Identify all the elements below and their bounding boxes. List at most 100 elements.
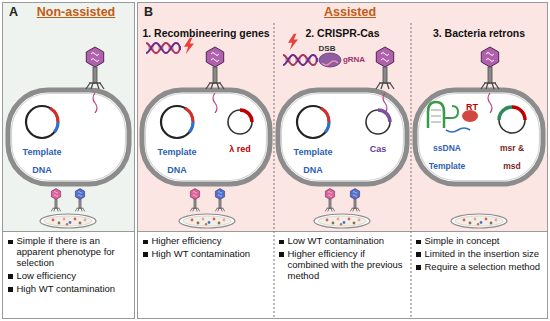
petri-dish-part — [314, 214, 370, 228]
phage-icon-part — [350, 189, 360, 212]
bullet-text: Low WT contamination — [288, 236, 384, 247]
helper-plasmid-part-part — [240, 110, 252, 122]
bacterial-cell-part — [142, 90, 270, 184]
bullet-item: Require a selection method — [416, 262, 543, 273]
column-separator-part — [274, 23, 275, 318]
bullet-text: Simple in concept — [425, 236, 500, 247]
helper-plasmid-part — [499, 107, 525, 133]
bullet-text: Low efficiency — [17, 271, 77, 282]
bullet-square — [416, 252, 421, 257]
dna-helix-part — [146, 43, 180, 53]
property-list: Higher efficiencyHigh WT contamination — [138, 231, 274, 318]
petri-dish-part — [40, 214, 96, 228]
bacterial-cell-part — [278, 90, 407, 184]
cas-protein-part — [322, 61, 338, 65]
bullet-item: Higher efficiency if combined with the p… — [279, 249, 407, 282]
petri-dish — [40, 214, 507, 228]
template-dna-plasmid-part — [297, 106, 329, 138]
column-separator-part — [411, 23, 412, 318]
template-dna-plasmid-part — [161, 106, 193, 138]
bullet-text: Limited in the insertion size — [425, 249, 540, 260]
column-title: 2. CRISPR-Cas — [305, 27, 379, 40]
column-separator — [274, 23, 411, 318]
phage-icon-part — [86, 47, 104, 89]
bacterial-cell-part — [419, 94, 540, 181]
template-dna-plasmid — [26, 106, 329, 138]
bullet-item: High WT contamination — [8, 284, 130, 295]
helper-plasmid-part-part — [366, 110, 390, 134]
bacterial-cell-part — [415, 90, 543, 184]
injected-dna-part — [93, 93, 97, 113]
bullet-text: Require a selection method — [425, 262, 541, 273]
phage-icon — [51, 47, 499, 211]
petri-dish-part — [179, 214, 235, 228]
panel-header: B Assisted — [138, 4, 547, 20]
template-dna-plasmid-part — [26, 106, 58, 138]
label-box: gRNA — [339, 48, 369, 66]
bullet-text: High WT contamination — [17, 284, 116, 295]
column-title: 3. Bacteria retrons — [433, 27, 525, 40]
column-title: 1. Recombineering genes — [142, 27, 269, 40]
property-list: Simple in conceptLimited in the insertio… — [411, 231, 547, 318]
bullet-square — [279, 240, 284, 245]
bullet-text: Higher efficiency — [152, 236, 222, 247]
helper-plasmid-part — [366, 110, 390, 134]
bullet-item: Limited in the insertion size — [416, 249, 543, 260]
helper-plasmid-part-part — [499, 107, 512, 120]
panel-title: Assisted — [324, 5, 376, 19]
bullet-text: High WT contamination — [152, 249, 251, 260]
cas-protein-part — [319, 53, 341, 67]
bullet-square — [8, 274, 13, 279]
bullet-square — [8, 240, 13, 245]
bullet-text: Higher efficiency if combined with the p… — [288, 249, 408, 282]
retron-msdna — [428, 102, 478, 132]
retron-msdna-part — [446, 128, 470, 132]
phage-icon-part — [481, 47, 499, 89]
label-box: DSB — [312, 37, 342, 55]
bullet-square — [8, 287, 13, 292]
phage-icon-part — [376, 47, 394, 89]
bullet-item: Simple in concept — [416, 236, 543, 247]
helper-plasmid — [228, 107, 525, 134]
panel-header: ANon-assisted — [3, 4, 134, 20]
helper-plasmid-part-part — [499, 107, 525, 133]
phage-icon-part — [190, 189, 200, 212]
bacterial-cell-part — [8, 90, 129, 184]
figure-label: RT — [466, 102, 478, 112]
bullet-square — [143, 252, 148, 257]
bacterial-cell-part — [146, 94, 267, 181]
helper-plasmid-part-part — [228, 110, 252, 134]
retron-msdna-part — [431, 110, 441, 122]
retron-msdna-part — [428, 102, 444, 128]
dna-helix-part — [288, 34, 298, 51]
bullet-item: Low WT contamination — [279, 236, 407, 247]
bacterial-cell-part — [282, 94, 404, 181]
helper-plasmid-part-part — [378, 110, 390, 122]
bacterial-cell-part — [12, 94, 126, 181]
bullet-square — [143, 240, 148, 245]
panel-title: Non-assisted — [37, 5, 116, 19]
helper-plasmid-part-part — [512, 107, 525, 120]
dna-helix — [146, 34, 317, 65]
property-list: Low WT contaminationHigher efficiency if… — [274, 231, 411, 318]
figure-label: gRNA — [343, 55, 365, 64]
bullet-item: Higher efficiency — [143, 236, 270, 247]
injected-dna-part — [213, 93, 217, 113]
retron-msdna-part — [444, 106, 458, 118]
phage-icon-part — [325, 189, 335, 212]
dna-helix-part — [184, 38, 194, 55]
bullet-text: Simple if there is an apparent phenotype… — [17, 236, 131, 269]
retron-msdna-part — [462, 110, 478, 122]
petri-dish-part — [451, 214, 507, 228]
phage-icon-part — [215, 189, 225, 212]
bacterial-cell — [8, 90, 543, 184]
bullet-item: Low efficiency — [8, 271, 130, 282]
panel-letter: B — [144, 4, 153, 20]
phage-icon-part — [51, 189, 61, 212]
bullet-square — [416, 265, 421, 270]
bullet-item: Simple if there is an apparent phenotype… — [8, 236, 130, 269]
bullet-square — [416, 240, 421, 245]
cas-protein — [319, 53, 341, 67]
helper-plasmid-part — [228, 110, 252, 134]
